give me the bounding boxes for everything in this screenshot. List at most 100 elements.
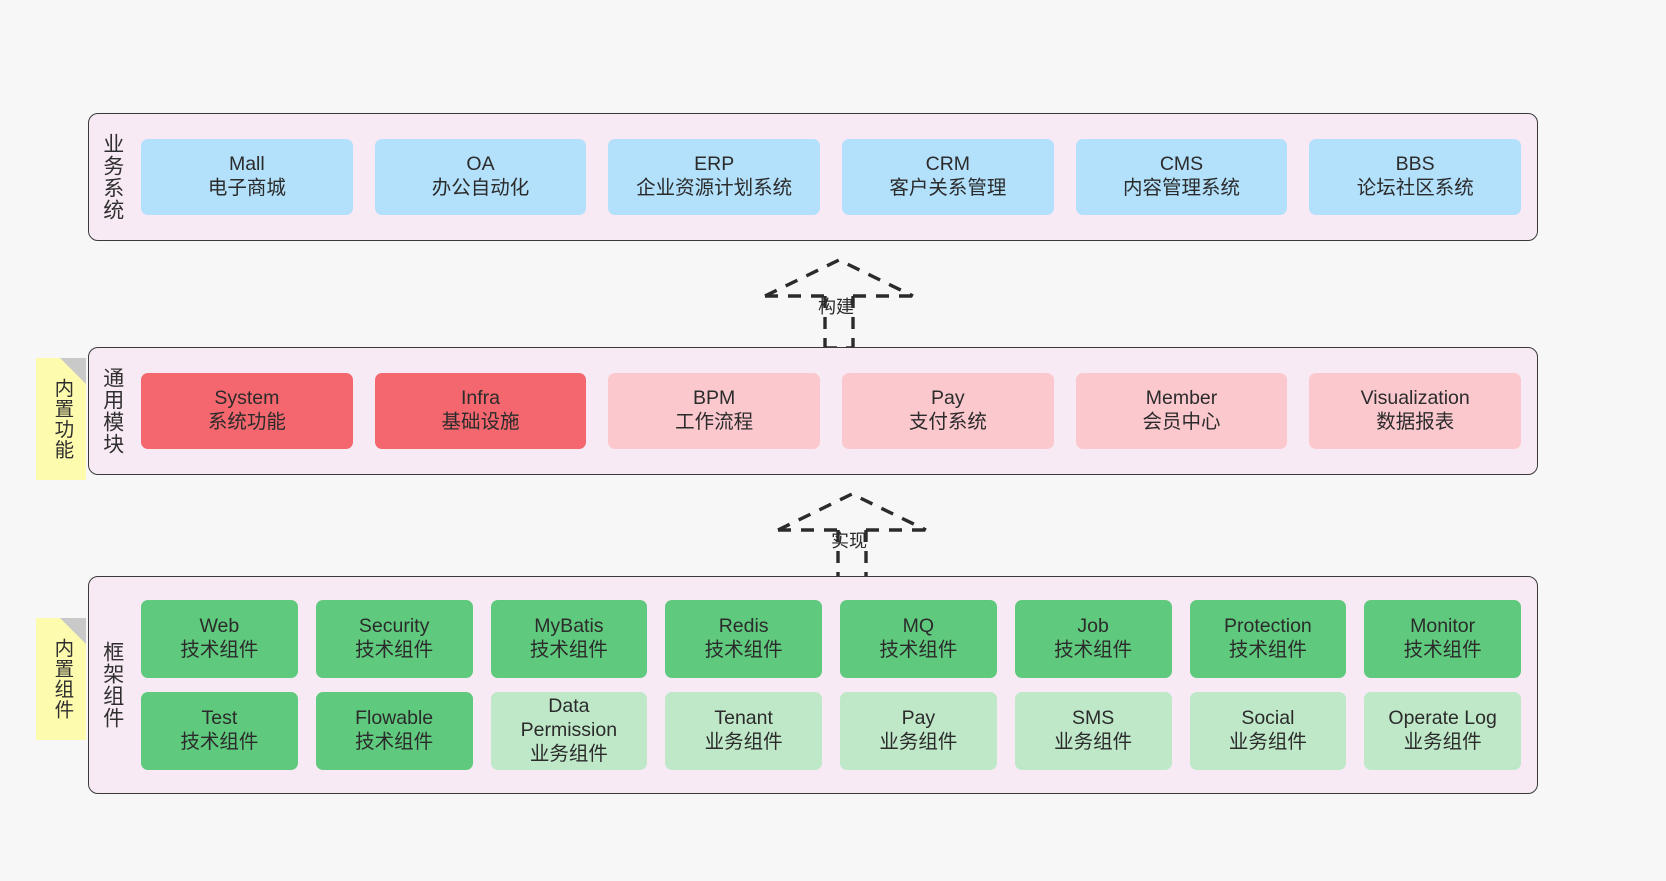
card-social[interactable]: Social 业务组件: [1189, 692, 1347, 770]
card-subtitle: 基础设施: [441, 411, 520, 433]
card-title-line2: Permission: [520, 719, 618, 742]
card-title: Mall: [228, 153, 265, 176]
card-subtitle: 技术组件: [1228, 639, 1307, 661]
card-subtitle: 会员中心: [1142, 411, 1221, 433]
card-flowable[interactable]: Flowable 技术组件: [315, 692, 473, 770]
sticky-note-builtin-features[interactable]: 内置功能: [36, 358, 86, 480]
layer-body-framework-components: Web 技术组件 Security 技术组件 MyBatis 技术组件 Redi…: [135, 577, 1537, 793]
card-visualization[interactable]: Visualization 数据报表: [1309, 373, 1522, 449]
card-member[interactable]: Member 会员中心: [1075, 373, 1288, 449]
card-title: Test: [201, 707, 238, 730]
card-bbs[interactable]: BBS 论坛社区系统: [1309, 139, 1522, 215]
card-title: Member: [1145, 387, 1218, 410]
card-subtitle: 企业资源计划系统: [636, 177, 793, 199]
sticky-note-builtin-components[interactable]: 内置组件: [36, 618, 86, 740]
card-web[interactable]: Web 技术组件: [141, 600, 298, 678]
card-title: OA: [466, 153, 495, 176]
card-title: BBS: [1395, 153, 1435, 176]
layer-body-common-modules: System 系统功能 Infra 基础设施 BPM 工作流程 Pay 支付系统…: [135, 348, 1537, 474]
card-subtitle: 业务组件: [1228, 731, 1307, 753]
card-bpm[interactable]: BPM 工作流程: [608, 373, 821, 449]
card-subtitle: 技术组件: [1054, 639, 1133, 661]
card-operate-log[interactable]: Operate Log 业务组件: [1364, 692, 1521, 770]
card-title: Monitor: [1410, 615, 1476, 638]
card-pay[interactable]: Pay 支付系统: [842, 373, 1054, 449]
card-crm[interactable]: CRM 客户关系管理: [842, 139, 1054, 215]
layer-label-framework-components: 框架组件: [100, 641, 124, 729]
card-subtitle: 业务组件: [704, 731, 783, 753]
card-oa[interactable]: OA 办公自动化: [374, 139, 587, 215]
connector-implement-label: 实现: [831, 531, 867, 551]
card-title: Redis: [718, 615, 769, 638]
card-title: MQ: [902, 615, 935, 638]
card-title: Visualization: [1360, 387, 1470, 410]
card-title: Security: [358, 615, 430, 638]
card-subtitle: 业务组件: [1403, 731, 1482, 753]
card-subtitle: 论坛社区系统: [1356, 177, 1474, 199]
card-job[interactable]: Job 技术组件: [1014, 600, 1172, 678]
card-security[interactable]: Security 技术组件: [315, 600, 473, 678]
layer-common-modules[interactable]: 通用模块 System 系统功能 Infra 基础设施 BPM 工作流程 Pay…: [88, 347, 1538, 475]
card-system[interactable]: System 系统功能: [141, 373, 353, 449]
card-title: Pay: [931, 387, 965, 410]
card-subtitle: 技术组件: [529, 639, 608, 661]
card-mybatis[interactable]: MyBatis 技术组件: [490, 600, 648, 678]
connector-build-label: 构建: [818, 297, 854, 317]
card-title: Social: [1241, 707, 1295, 730]
layer-framework-components[interactable]: 框架组件 Web 技术组件 Security 技术组件 MyBatis 技术组件…: [88, 576, 1538, 794]
card-pay-business[interactable]: Pay 业务组件: [840, 692, 997, 770]
card-title: Tenant: [714, 707, 773, 730]
card-subtitle: 业务组件: [1054, 731, 1133, 753]
card-tenant[interactable]: Tenant 业务组件: [665, 692, 822, 770]
card-title: System: [214, 387, 280, 410]
card-subtitle: 业务组件: [879, 731, 958, 753]
layer-business-systems[interactable]: 业务系统 Mall 电子商城 OA 办公自动化 ERP 企业资源计划系统 CRM…: [88, 113, 1538, 241]
card-subtitle: 技术组件: [180, 731, 259, 753]
card-title: Job: [1077, 615, 1109, 638]
layer-label-common-modules: 通用模块: [100, 367, 124, 455]
card-cms[interactable]: CMS 内容管理系统: [1075, 139, 1288, 215]
card-subtitle: 技术组件: [704, 639, 783, 661]
card-row: Test 技术组件 Flowable 技术组件 Data Permission …: [141, 692, 1521, 770]
card-title: Flowable: [355, 707, 434, 730]
card-title: Infra: [460, 387, 501, 410]
card-title: ERP: [694, 153, 735, 176]
note-fold-corner-icon: [60, 618, 86, 644]
sticky-note-text: 内置功能: [50, 378, 73, 460]
card-title: Protection: [1223, 615, 1312, 638]
card-title: CRM: [925, 153, 971, 176]
card-row: System 系统功能 Infra 基础设施 BPM 工作流程 Pay 支付系统…: [141, 373, 1522, 449]
card-subtitle: 技术组件: [355, 639, 434, 661]
card-subtitle: 工作流程: [675, 411, 754, 433]
card-title: BPM: [693, 387, 736, 410]
card-mall[interactable]: Mall 电子商城: [141, 139, 353, 215]
sticky-note-text: 内置组件: [50, 638, 73, 720]
layer-body-business-systems: Mall 电子商城 OA 办公自动化 ERP 企业资源计划系统 CRM 客户关系…: [135, 114, 1537, 240]
card-subtitle: 支付系统: [908, 411, 987, 433]
card-test[interactable]: Test 技术组件: [141, 692, 298, 770]
card-subtitle: 技术组件: [879, 639, 958, 661]
card-row: Mall 电子商城 OA 办公自动化 ERP 企业资源计划系统 CRM 客户关系…: [141, 139, 1522, 215]
card-subtitle: 客户关系管理: [889, 177, 1007, 199]
card-redis[interactable]: Redis 技术组件: [665, 600, 822, 678]
card-protection[interactable]: Protection 技术组件: [1189, 600, 1347, 678]
card-subtitle: 技术组件: [180, 639, 259, 661]
card-mq[interactable]: MQ 技术组件: [840, 600, 997, 678]
card-title: Web: [199, 615, 240, 638]
card-subtitle: 内容管理系统: [1123, 177, 1241, 199]
card-data-permission[interactable]: Data Permission 业务组件: [490, 692, 648, 770]
card-title: CMS: [1159, 153, 1204, 176]
card-sms[interactable]: SMS 业务组件: [1014, 692, 1172, 770]
card-title: Data: [548, 695, 590, 718]
card-title: Pay: [901, 707, 936, 730]
card-row: Web 技术组件 Security 技术组件 MyBatis 技术组件 Redi…: [141, 600, 1521, 678]
card-subtitle: 技术组件: [355, 731, 434, 753]
card-infra[interactable]: Infra 基础设施: [374, 373, 587, 449]
card-title: MyBatis: [534, 615, 604, 638]
card-subtitle: 技术组件: [1403, 639, 1482, 661]
card-erp[interactable]: ERP 企业资源计划系统: [608, 139, 821, 215]
card-subtitle: 业务组件: [529, 742, 608, 765]
card-subtitle: 办公自动化: [431, 177, 530, 199]
card-monitor[interactable]: Monitor 技术组件: [1364, 600, 1521, 678]
